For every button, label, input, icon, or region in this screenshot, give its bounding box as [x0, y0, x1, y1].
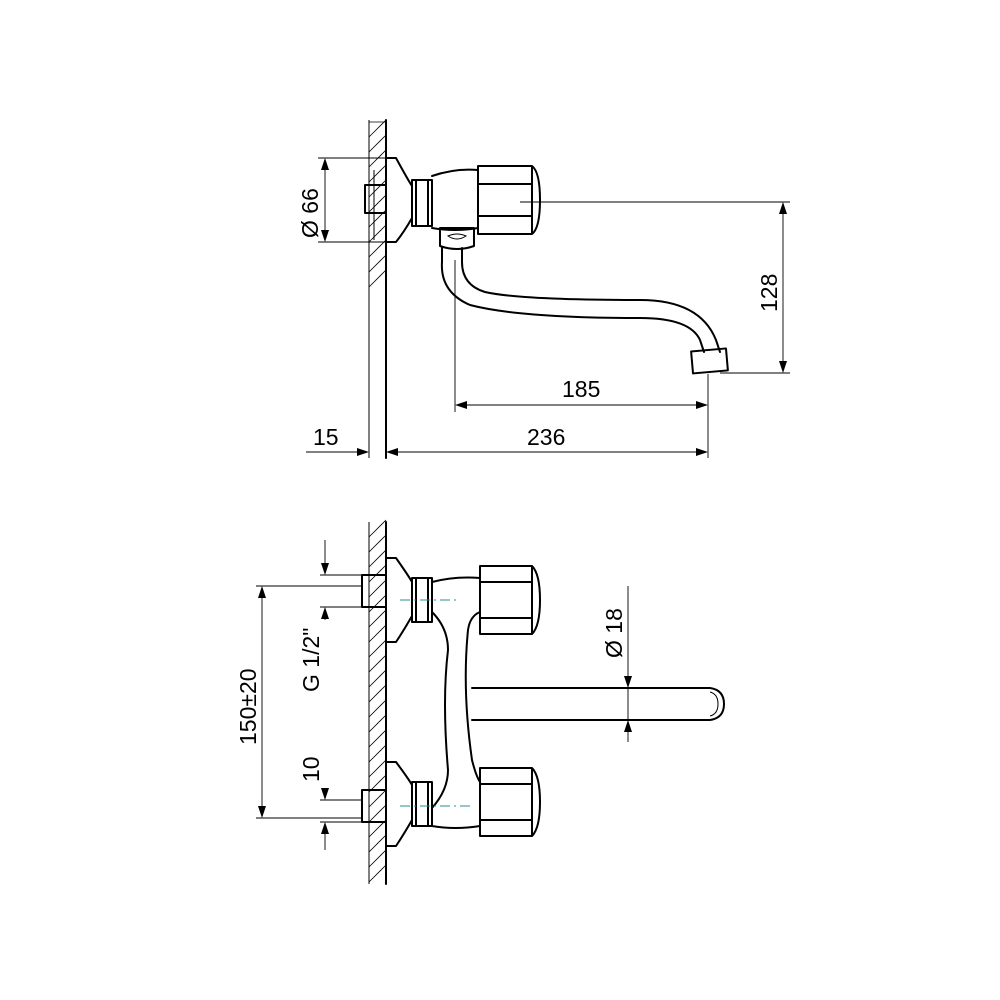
valve-handle [477, 165, 541, 235]
wall-connector [364, 184, 387, 214]
mixer-body [431, 576, 481, 829]
lower-rosette [385, 761, 413, 847]
dim-reach-spout [454, 260, 709, 412]
side-view: Ø 66 128 185 15 [297, 119, 790, 459]
aerator [690, 347, 729, 375]
label-diameter-body: Ø 66 [297, 188, 323, 238]
lower-nut [411, 781, 433, 827]
label-pipe-diameter: Ø 18 [601, 608, 627, 658]
dim-center-distance [256, 585, 362, 819]
valve-body [431, 168, 479, 231]
label-thread-length: 10 [298, 756, 324, 782]
label-height-spout: 128 [756, 274, 782, 312]
upper-handle [479, 565, 541, 635]
label-thread: G 1/2" [298, 628, 324, 692]
swivel-joint [439, 227, 475, 250]
dim-thread-length [320, 788, 362, 850]
upper-connector [361, 574, 387, 608]
spout-tube [440, 247, 705, 353]
outlet-pipe [471, 687, 725, 721]
dim-pipe-diameter [624, 586, 632, 742]
wall-hatching-side [368, 119, 387, 288]
wall-hatching-front [368, 519, 387, 883]
label-wall-offset: 15 [313, 424, 339, 450]
dim-wall-offset [306, 448, 369, 456]
dim-projection [386, 412, 709, 458]
label-center-distance: 150±20 [235, 668, 261, 745]
lower-connector [361, 789, 387, 823]
rosette-flange [385, 157, 413, 243]
label-projection: 236 [527, 424, 565, 450]
dim-diameter-body [318, 157, 390, 243]
dim-height-spout [520, 201, 790, 374]
lower-handle [479, 767, 541, 837]
union-nut [411, 179, 433, 227]
dim-thread [320, 540, 362, 620]
front-view: Ø 18 G 1/2" 150±20 10 [235, 519, 725, 885]
label-reach-spout: 185 [562, 376, 600, 402]
